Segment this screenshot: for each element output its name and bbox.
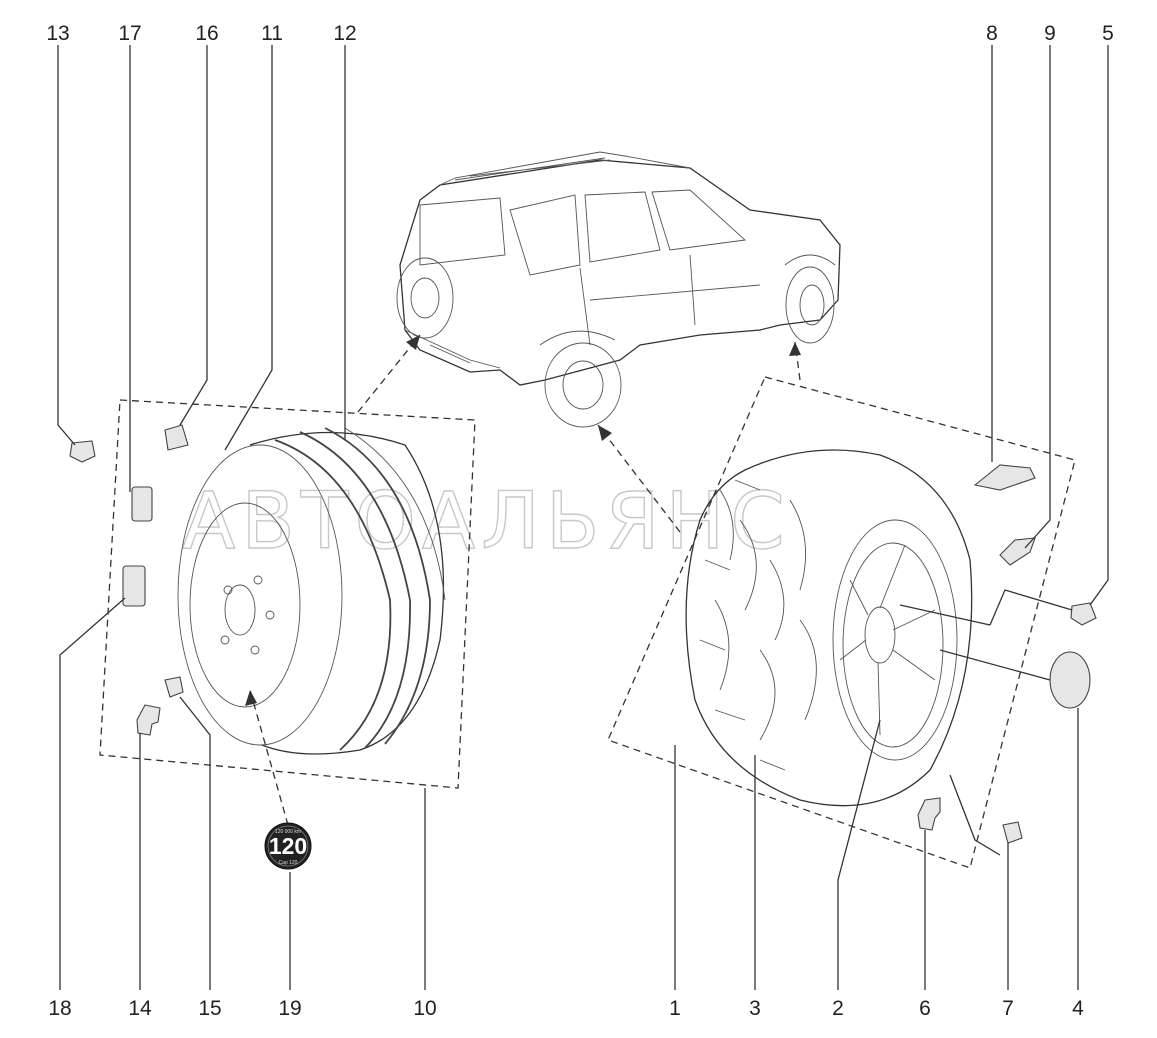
callout-18: 18	[48, 997, 71, 1020]
callout-13: 13	[46, 22, 69, 45]
part-6-valve	[917, 797, 941, 831]
part-7-valve-cap	[1002, 821, 1023, 844]
badge-top-text: 120 000 km	[275, 829, 301, 835]
part-4-hub-cap	[1049, 651, 1091, 709]
vehicle-illustration	[396, 151, 841, 428]
part-9-clip	[999, 537, 1036, 566]
callout-labels: 13 17 16 11 12 8 9 5 18 14 15 19 10 1 3 …	[46, 22, 1114, 1020]
part-16-weight	[164, 424, 189, 451]
callout-11: 11	[261, 22, 283, 45]
part-18-weight	[122, 565, 146, 607]
left-group-frame	[99, 399, 476, 789]
part-13-nut	[69, 440, 96, 463]
callout-1: 1	[669, 997, 681, 1020]
callout-10: 10	[413, 997, 436, 1020]
callout-4: 4	[1072, 997, 1084, 1020]
callout-17: 17	[118, 22, 141, 45]
part-5-nut	[1070, 602, 1097, 626]
speed-badge: 120 000 km 120 Cap 120	[264, 822, 312, 870]
callout-9: 9	[1044, 22, 1056, 45]
callout-7: 7	[1002, 997, 1014, 1020]
callout-8: 8	[986, 22, 998, 45]
alloy-wheel-with-tire	[685, 449, 973, 807]
callout-12: 12	[333, 22, 356, 45]
watermark-text: АВТОАЛЬЯНС	[182, 477, 791, 567]
callout-6: 6	[919, 997, 931, 1020]
callout-2: 2	[832, 997, 844, 1020]
part-15-valve-cap	[164, 676, 184, 698]
part-8-clip	[973, 464, 1036, 491]
part-17-weight	[131, 486, 153, 522]
steel-wheel-with-tire	[177, 427, 446, 755]
part-14-valve	[136, 704, 161, 736]
badge-number: 120	[269, 833, 307, 859]
callout-5: 5	[1102, 22, 1114, 45]
callout-15: 15	[198, 997, 221, 1020]
callout-3: 3	[749, 997, 761, 1020]
leader-lines	[57, 45, 1109, 990]
badge-bottom-text: Cap 120	[279, 860, 298, 866]
callout-19: 19	[278, 997, 301, 1020]
callout-16: 16	[195, 22, 218, 45]
callout-14: 14	[128, 997, 152, 1020]
assembly-arrows	[245, 334, 801, 826]
